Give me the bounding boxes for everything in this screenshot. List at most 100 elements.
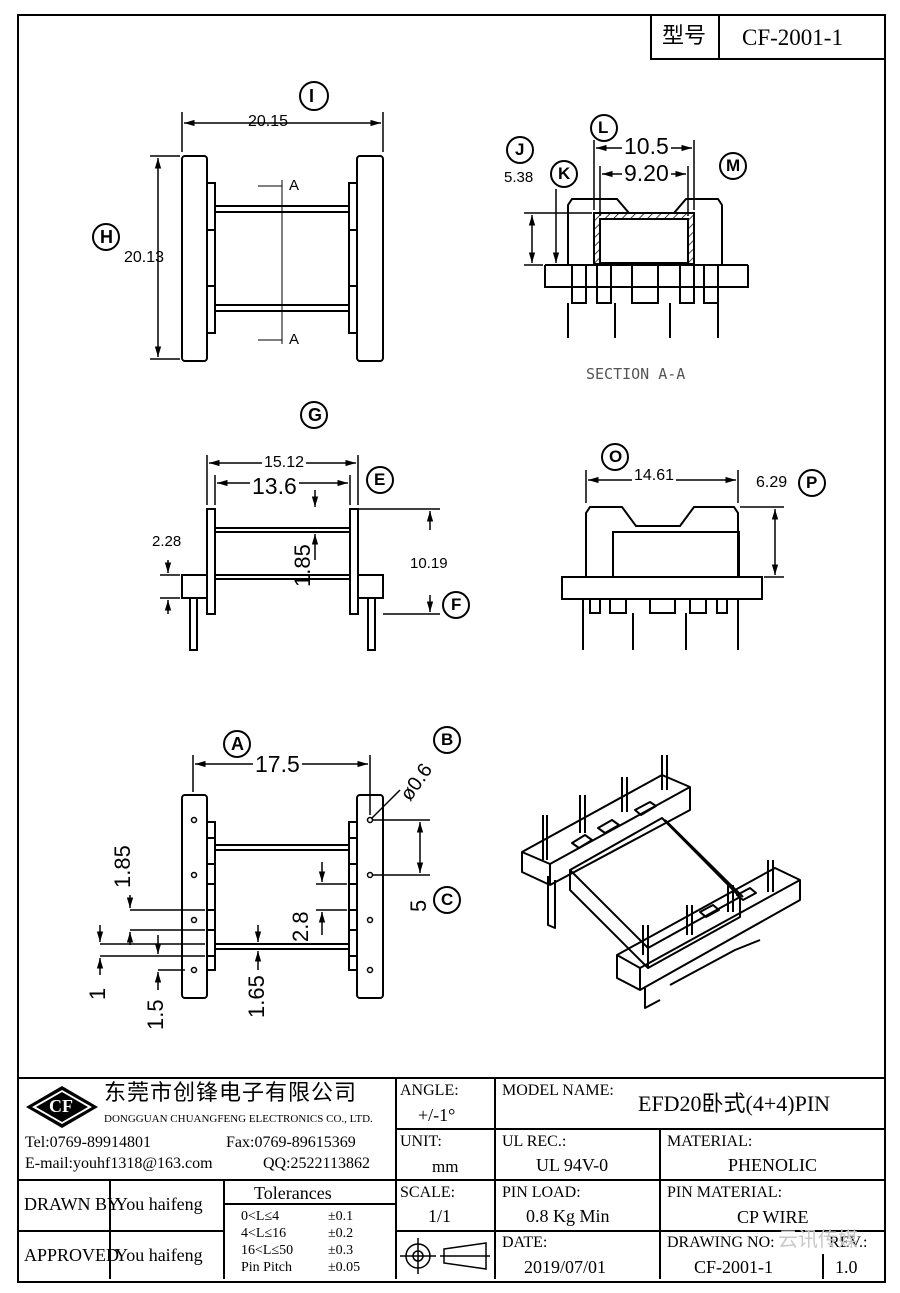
- approved-value: You haifeng: [115, 1245, 203, 1265]
- company-name-cn: 东莞市创锋电子有限公司: [104, 1081, 358, 1106]
- side-view: [561, 443, 826, 650]
- material-value: PHENOLIC: [728, 1155, 817, 1175]
- callout-B: B: [441, 730, 454, 749]
- scale-label: SCALE:: [400, 1184, 456, 1201]
- dim-front-G: 15.12: [262, 454, 307, 471]
- logo-text: CF: [49, 1096, 73, 1116]
- tol-range-1: 4<L≤16: [241, 1226, 287, 1241]
- company-qq: QQ:2522113862: [263, 1155, 370, 1172]
- angle-value: +/-1°: [418, 1105, 456, 1125]
- model-name-value: EFD20卧式(4+4)PIN: [638, 1091, 831, 1116]
- ul-label: UL REC.:: [502, 1133, 567, 1150]
- dim-section-J: 5.38: [504, 169, 534, 186]
- dim-bottom-165: 1.65: [244, 975, 269, 1018]
- tb-top-line: [17, 1077, 884, 1079]
- projection-symbol: [400, 1238, 490, 1274]
- company-logo: [26, 1086, 98, 1128]
- pin-load-label: PIN LOAD:: [502, 1184, 581, 1201]
- company-email: E-mail:youhf1318@163.com: [25, 1155, 213, 1172]
- isometric-view: [521, 755, 801, 1009]
- dim-front-E: 13.6: [250, 473, 299, 499]
- dim-section-L: 10.5: [622, 133, 671, 159]
- sheet-border: [17, 14, 886, 1283]
- scale-value: 1/1: [428, 1206, 452, 1226]
- tb-info-line: [17, 1179, 884, 1181]
- tolerances-title: Tolerances: [254, 1183, 332, 1203]
- date-value: 2019/07/01: [524, 1257, 607, 1277]
- section-mark-top: A: [289, 177, 300, 194]
- section-view: [506, 114, 749, 338]
- drawn-by-value: You haifeng: [115, 1194, 203, 1214]
- tol-value-3: ±0.05: [328, 1260, 361, 1275]
- tb-drawn-line: [17, 1230, 223, 1232]
- callout-C: C: [441, 890, 454, 909]
- dim-side-O: 14.61: [632, 467, 677, 484]
- material-label: MATERIAL:: [667, 1133, 753, 1150]
- unit-label: UNIT:: [400, 1133, 442, 1150]
- section-caption: SECTION A-A: [586, 365, 686, 383]
- model-label: 型号: [662, 24, 707, 49]
- callout-G: G: [308, 405, 323, 425]
- callout-O: O: [609, 447, 623, 466]
- tol-value-2: ±0.3: [328, 1243, 354, 1258]
- tol-value-1: ±0.2: [328, 1226, 354, 1241]
- tol-range-3: Pin Pitch: [241, 1260, 292, 1275]
- tb-v-109: [109, 1179, 111, 1279]
- pin-material-label: PIN MATERIAL:: [667, 1184, 783, 1201]
- technical-drawing: [92, 81, 826, 1009]
- dim-bottom-A: 17.5: [253, 751, 302, 777]
- tb-v-395: [395, 1077, 397, 1279]
- tb-v-822: [822, 1254, 824, 1279]
- angle-label: ANGLE:: [400, 1082, 459, 1099]
- company-tel: Tel:0769-89914801: [25, 1134, 151, 1151]
- callout-L: L: [598, 118, 609, 137]
- dim-bottom-185: 1.85: [110, 845, 135, 888]
- pin-load-value: 0.8 Kg Min: [526, 1206, 610, 1226]
- dim-bottom-C: 5: [406, 899, 431, 912]
- dim-front-185: 1.85: [290, 544, 315, 587]
- callout-E: E: [374, 470, 386, 489]
- drawing-no-label: DRAWING NO:: [667, 1234, 775, 1251]
- tb-tol-line: [223, 1203, 395, 1205]
- top-view: [92, 81, 384, 362]
- drawn-by-label: DRAWN BY: [24, 1194, 121, 1214]
- company-name-en: DONGGUAN CHUANGFENG ELECTRONICS CO., LTD…: [104, 1113, 373, 1125]
- dim-front-228: 2.28: [152, 533, 182, 550]
- ul-value: UL 94V-0: [536, 1155, 609, 1175]
- watermark: 云讯传媒: [778, 1227, 858, 1251]
- unit-value: mm: [432, 1157, 459, 1176]
- callout-M: M: [726, 156, 741, 175]
- callout-J: J: [515, 140, 525, 159]
- date-label: DATE:: [502, 1234, 548, 1251]
- dim-front-1019: 10.19: [410, 555, 448, 572]
- model-header-box: [650, 14, 886, 60]
- dim-top-height: 20.13: [124, 249, 165, 266]
- tb-v-659: [659, 1128, 661, 1279]
- company-fax: Fax:0769-89615369: [226, 1134, 356, 1151]
- section-mark-bottom: A: [289, 331, 300, 348]
- tb-scale-line: [395, 1230, 884, 1232]
- dim-side-P: 6.29: [756, 474, 788, 491]
- dim-top-width: 20.15: [248, 113, 289, 130]
- callout-A: A: [231, 734, 244, 754]
- drawing-no-value: CF-2001-1: [694, 1257, 774, 1277]
- tb-v-223: [223, 1179, 225, 1279]
- model-code: CF-2001-1: [742, 25, 843, 50]
- tol-value-0: ±0.1: [328, 1209, 354, 1224]
- callout-K: K: [558, 164, 571, 183]
- tb-row1-line: [395, 1128, 884, 1130]
- callout-F: F: [451, 595, 462, 614]
- rev-label: REV.:: [829, 1234, 868, 1251]
- bottom-view: [96, 726, 461, 999]
- model-name-label: MODEL NAME:: [502, 1082, 614, 1099]
- callout-P: P: [806, 473, 818, 492]
- front-view: [160, 401, 470, 651]
- dim-bottom-1: 1: [85, 987, 110, 1000]
- callout-H: H: [100, 227, 113, 247]
- pin-material-value: CP WIRE: [737, 1207, 809, 1227]
- tol-range-0: 0<L≤4: [241, 1209, 280, 1224]
- dim-bottom-28: 2.8: [288, 911, 313, 942]
- approved-label: APPROVED: [24, 1245, 120, 1265]
- dim-bottom-15: 1.5: [143, 999, 168, 1030]
